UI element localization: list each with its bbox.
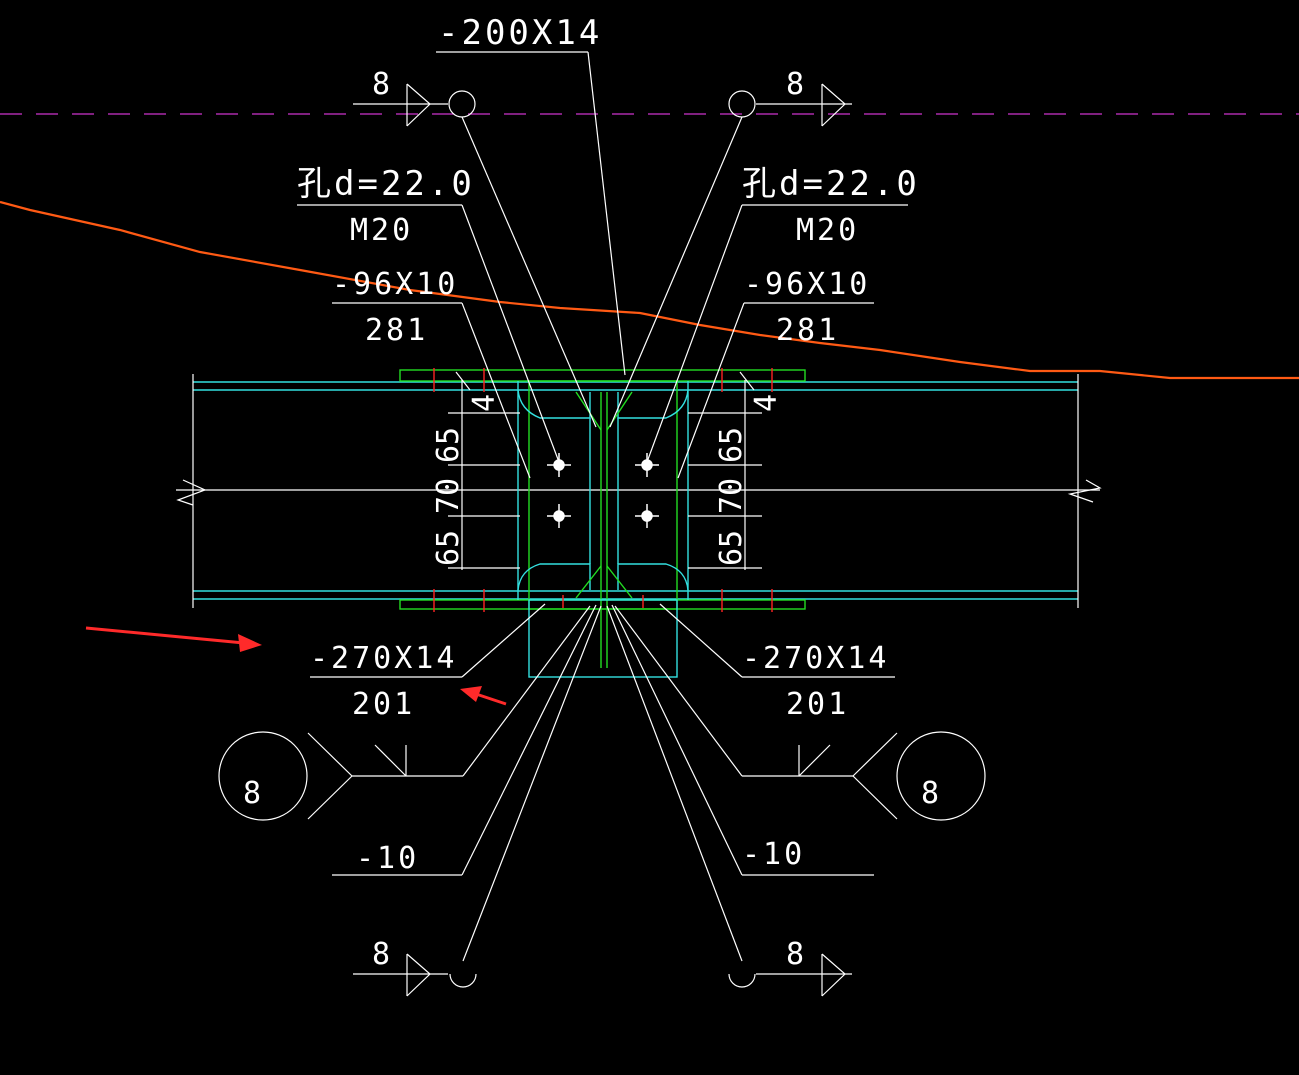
column-section <box>517 380 689 678</box>
beam-flanges <box>193 381 1078 600</box>
left-bolt-label: M20 <box>350 213 413 248</box>
top-right-weld-size: 8 <box>786 67 807 102</box>
dim-right-70: 70 <box>714 478 749 514</box>
left-weld-circle-symbol: 8 <box>218 605 591 821</box>
dim-left-65-top: 65 <box>431 427 466 463</box>
right-web-plate-label: -96X10 <box>744 267 870 302</box>
bolt-holes <box>547 453 659 528</box>
right-hole-label: 孔d=22.0 <box>742 164 920 204</box>
top-right-weld-flag: 8 <box>609 67 852 428</box>
left-stiffener-callout: -10 <box>332 604 597 876</box>
dimension-text-left: 65 70 65 4 <box>431 394 502 566</box>
bottom-left-weld-size: 8 <box>372 937 393 972</box>
bottom-right-weld-flag: 8 <box>606 605 852 997</box>
right-web-plate-num: 281 <box>776 313 839 348</box>
left-web-plate-num: 281 <box>365 313 428 348</box>
bolt-marks <box>433 368 773 612</box>
bottom-right-weld-size: 8 <box>786 937 807 972</box>
right-bottom-plate-num: 201 <box>786 687 849 722</box>
orange-polyline <box>0 200 1299 380</box>
left-stiffener-label: -10 <box>356 841 419 876</box>
top-left-weld-flag: 8 <box>353 67 597 428</box>
right-stiffener-callout: -10 <box>611 604 874 876</box>
dimension-lines <box>448 371 762 570</box>
right-bottom-plate-label: -270X14 <box>742 641 889 676</box>
left-web-plate-callout: -96X10 281 <box>332 267 531 479</box>
left-hole-callout: 孔d=22.0 M20 <box>297 164 560 463</box>
dim-left-small: 4 <box>467 394 502 412</box>
dim-right-65-top: 65 <box>714 427 749 463</box>
right-bolt-label: M20 <box>796 213 859 248</box>
dim-right-small: 4 <box>749 394 784 412</box>
top-plate-label: -200X14 <box>438 13 602 53</box>
dim-right-65-bottom: 65 <box>714 530 749 566</box>
right-bottom-plate-callout: -270X14 201 <box>659 603 895 722</box>
right-weld-circle-symbol: 8 <box>614 605 986 821</box>
right-web-plate-callout: -96X10 281 <box>677 267 874 479</box>
beam-outline <box>176 374 1102 608</box>
right-hole-callout: 孔d=22.0 M20 <box>646 164 920 463</box>
left-web-plate-label: -96X10 <box>332 267 458 302</box>
bottom-left-weld-flag: 8 <box>353 605 602 997</box>
left-bottom-plate-callout: -270X14 201 <box>310 603 546 722</box>
dimension-text-right: 65 70 65 4 <box>714 394 784 566</box>
right-stiffener-label: -10 <box>742 837 805 872</box>
left-hole-label: 孔d=22.0 <box>297 164 475 204</box>
left-bottom-plate-label: -270X14 <box>310 641 457 676</box>
red-annotation-arrow-1 <box>85 626 262 652</box>
top-left-weld-size: 8 <box>372 67 393 102</box>
top-plate-callout: -200X14 <box>436 13 626 376</box>
right-circle-weld-size: 8 <box>921 776 942 811</box>
left-bottom-plate-num: 201 <box>352 687 415 722</box>
left-circle-weld-size: 8 <box>243 776 264 811</box>
red-annotation-arrow-2 <box>460 686 507 706</box>
dim-left-70: 70 <box>431 478 466 514</box>
dim-left-65-bottom: 65 <box>431 530 466 566</box>
